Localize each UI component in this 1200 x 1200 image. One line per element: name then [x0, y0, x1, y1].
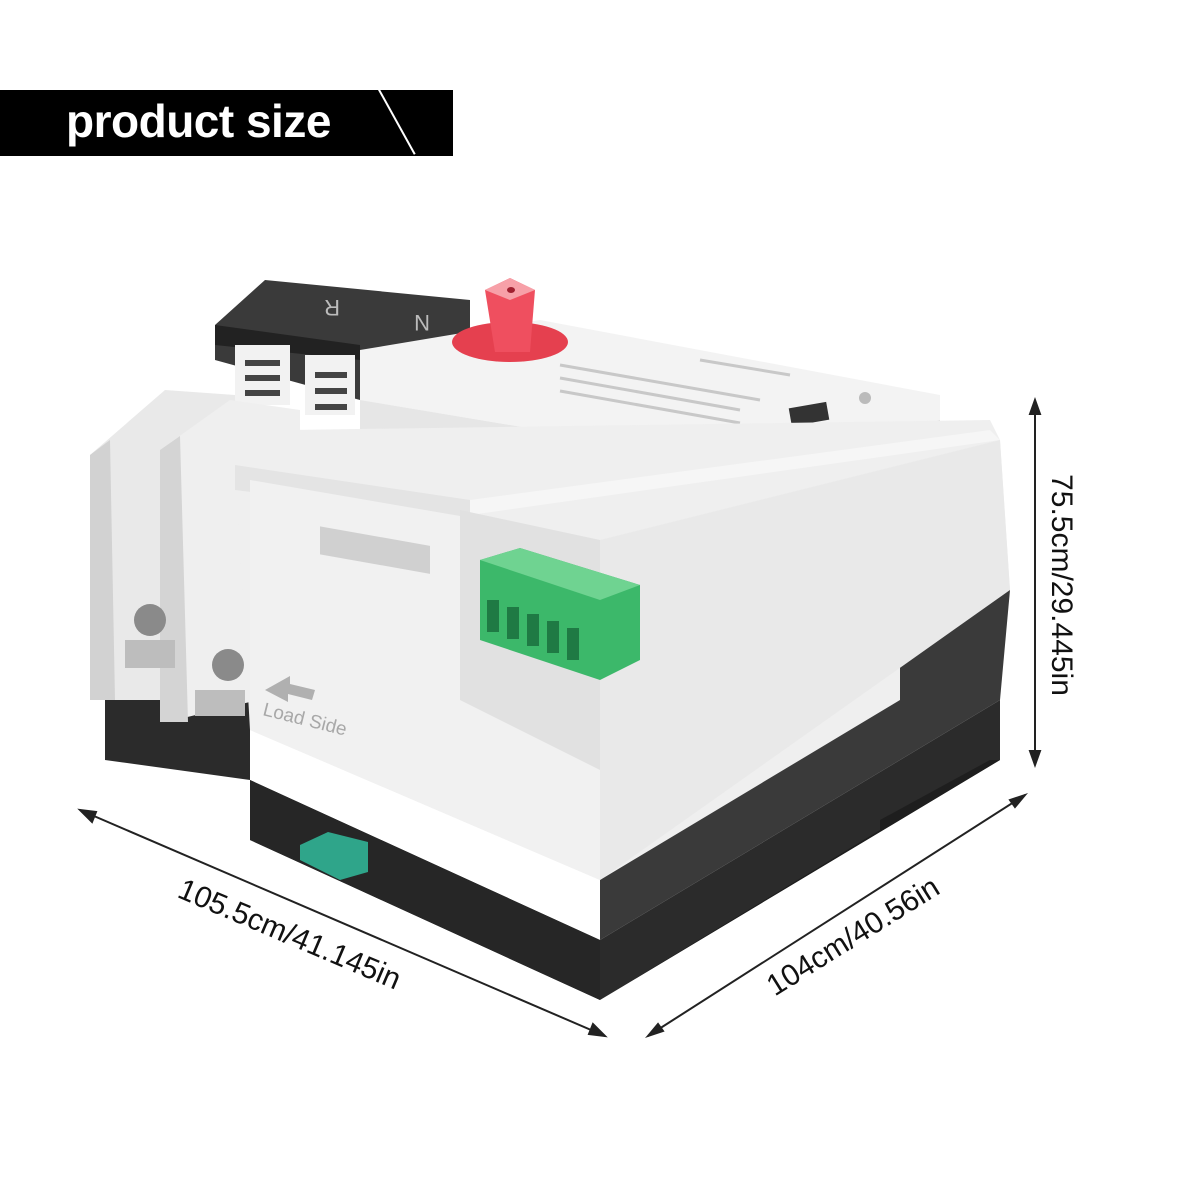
main-body: Load Side [235, 420, 1010, 880]
title-banner: product size [0, 89, 453, 156]
arrow-icon [587, 1022, 608, 1038]
arrow-icon [1028, 750, 1042, 768]
device-base [105, 590, 1010, 1000]
cover-label-n: N [414, 310, 430, 335]
arrow-icon [77, 808, 98, 824]
rotary-knob[interactable] [485, 278, 535, 352]
length-dimension-line [79, 809, 606, 1037]
width-dimension-line [647, 794, 1026, 1037]
arrow-icon [644, 1022, 665, 1039]
screw-icon [134, 604, 166, 636]
mode-switch[interactable] [788, 401, 830, 427]
arrow-icon [1028, 397, 1042, 415]
din-rail-clip[interactable] [300, 832, 368, 880]
arrow-left-icon [265, 676, 315, 702]
height-dimension-label: 75.5cm/29.445in [1044, 474, 1078, 696]
banner-title: product size [66, 95, 331, 147]
cover-label-r: R [324, 295, 340, 320]
terminal-openings [235, 345, 355, 415]
brand-logo [320, 526, 430, 574]
terminal-screws [487, 600, 579, 660]
screw-icon [212, 649, 244, 681]
dimension-lines [77, 397, 1042, 1039]
arrow-icon [1008, 792, 1029, 809]
